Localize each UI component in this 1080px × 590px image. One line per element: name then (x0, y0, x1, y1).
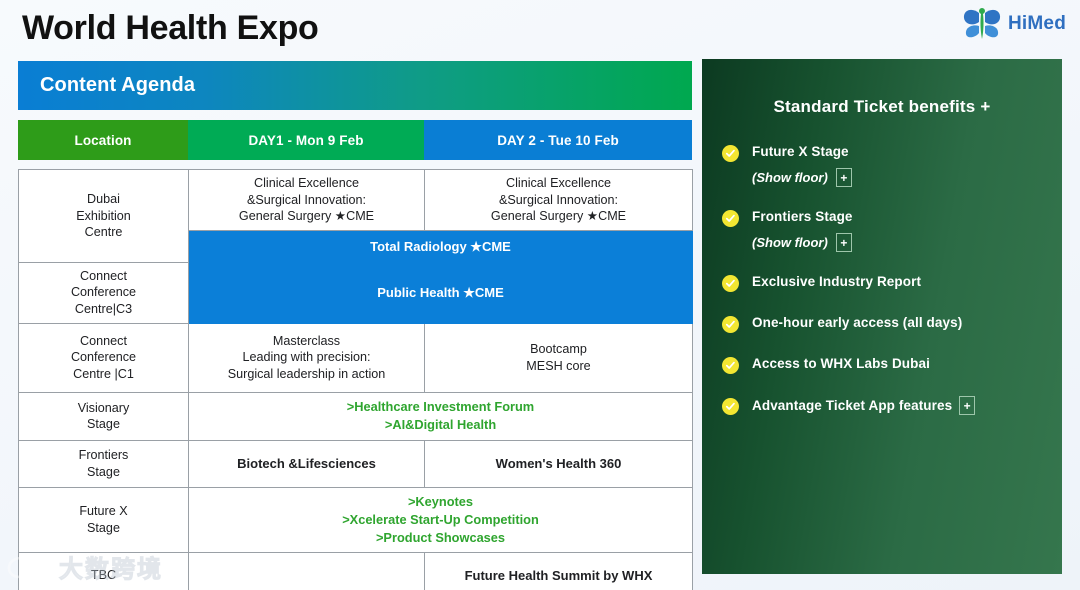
benefit-label-text: Access to WHX Labs Dubai (752, 356, 930, 372)
check-circle-icon (722, 357, 739, 375)
check-circle-icon (722, 398, 739, 416)
cell-public-health-band: Public Health ★CME (188, 261, 693, 324)
benefit-body: Access to WHX Labs Dubai (752, 355, 930, 373)
benefit-label-text: Future X Stage (752, 144, 849, 159)
check-circle-icon (722, 316, 739, 334)
cell-location-tbc: TBC (18, 552, 189, 590)
cell-future-x-stage-sessions: >Keynotes>Xcelerate Start-Up Competition… (188, 486, 693, 554)
benefit-body: Exclusive Industry Report (752, 273, 921, 291)
benefit-label-text: Advantage Ticket App features (752, 397, 953, 413)
himed-logo: HiMed (962, 7, 1066, 41)
content-agenda-label: Content Agenda (40, 74, 196, 96)
benefit-sublabel: (Show floor) + (752, 168, 852, 188)
benefit-body: Frontiers Stage (Show floor) + (752, 208, 853, 266)
benefit-label: Frontiers Stage (752, 208, 853, 226)
benefit-sublabel: (Show floor) + (752, 233, 853, 253)
benefit-label-text: Exclusive Industry Report (752, 274, 922, 290)
benefit-label: Advantage Ticket App features + (752, 396, 976, 416)
page-title: World Health Expo (22, 9, 319, 47)
benefits-list: Future X Stage (Show floor) + (702, 143, 1062, 416)
cell-visionary-stage-sessions: >Healthcare Investment Forum>AI&Digital … (188, 391, 693, 441)
benefit-label: Future X Stage (752, 143, 852, 161)
cell-day1-biotech-lifesciences: Biotech &Lifesciences (188, 439, 425, 488)
benefit-item-advantage-ticket-app: Advantage Ticket App features + (722, 396, 1062, 416)
expand-plus-icon[interactable]: + (959, 396, 976, 416)
column-header-location: Location (18, 120, 188, 160)
column-header-day1: DAY1 - Mon 9 Feb (188, 120, 424, 160)
benefit-body: One-hour early access (all days) (752, 314, 962, 332)
benefit-body: Future X Stage (Show floor) + (752, 143, 852, 201)
cell-day2-future-health-summit: Future Health Summit by WHX (424, 552, 693, 590)
cell-total-radiology-band: Total Radiology ★CME (188, 229, 693, 263)
benefit-sublabel-text: (Show floor) (752, 235, 828, 251)
benefit-item-exclusive-industry-report: Exclusive Industry Report (722, 273, 1062, 293)
benefit-sublabel-text: (Show floor) (752, 170, 828, 186)
benefit-item-future-x-stage: Future X Stage (Show floor) + (722, 143, 1062, 201)
benefit-label: Access to WHX Labs Dubai (752, 355, 930, 373)
benefits-panel-title: Standard Ticket benefits + (773, 97, 991, 116)
himed-logo-text: HiMed (1008, 13, 1066, 34)
cell-day2-womens-health: Women's Health 360 (424, 439, 693, 488)
expand-plus-icon[interactable]: + (835, 233, 852, 253)
agenda-column-headers: Location DAY1 - Mon 9 Feb DAY 2 - Tue 10… (18, 120, 692, 160)
expand-plus-icon[interactable]: + (835, 168, 852, 188)
table-row: TBC Future Health Summit by WHX (18, 552, 693, 590)
benefit-label: One-hour early access (all days) (752, 314, 962, 332)
cell-day1-clinical-excellence: Clinical Excellence&Surgical Innovation:… (188, 169, 425, 231)
table-row: Total Radiology ★CME (19, 229, 693, 263)
check-circle-icon (722, 210, 739, 228)
himed-butterfly-logo-icon (962, 7, 1002, 41)
benefit-label: Exclusive Industry Report (752, 273, 921, 291)
benefit-item-whx-labs-dubai: Access to WHX Labs Dubai (722, 355, 1062, 375)
column-header-day2: DAY 2 - Tue 10 Feb (424, 120, 692, 160)
standard-ticket-benefits-panel: Standard Ticket benefits + Future X Stag… (702, 59, 1062, 574)
benefit-body: Advantage Ticket App features + (752, 396, 976, 416)
benefit-item-one-hour-early-access: One-hour early access (all days) (722, 314, 1062, 334)
content-agenda-banner: Content Agenda (18, 61, 692, 110)
cell-day2-clinical-excellence: Clinical Excellence&Surgical Innovation:… (424, 169, 693, 231)
benefit-label-text: One-hour early access (all days) (752, 315, 963, 331)
check-circle-icon (722, 275, 739, 293)
cell-day1-empty (188, 552, 425, 590)
benefit-label-text: Frontiers Stage (752, 209, 853, 225)
check-circle-icon (722, 145, 739, 162)
benefit-item-frontiers-stage: Frontiers Stage (Show floor) + (722, 208, 1062, 266)
